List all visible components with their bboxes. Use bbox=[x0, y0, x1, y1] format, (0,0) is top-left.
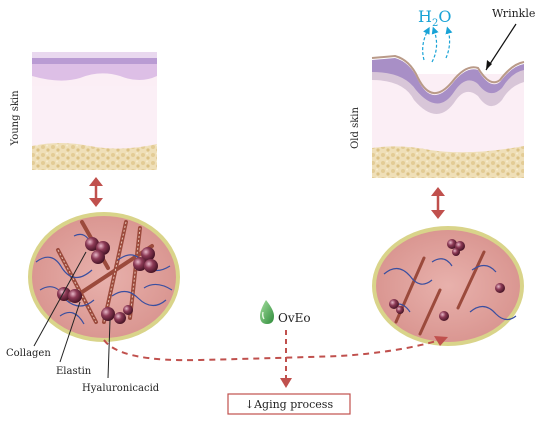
wrinkle-arrowhead bbox=[486, 60, 492, 70]
h2o-label: H2O bbox=[418, 7, 451, 29]
oveo-drop-icon bbox=[260, 300, 274, 324]
old-double-arrow bbox=[431, 187, 445, 219]
wrinkle-label: Wrinkle bbox=[492, 7, 535, 20]
old-elastin-fibers bbox=[383, 258, 517, 321]
old-ecm-circle bbox=[372, 226, 524, 346]
young-skin-panel bbox=[32, 52, 157, 170]
oveo-label: OvEo bbox=[278, 311, 311, 325]
hyaluronic-label: Hyaluronicacid bbox=[82, 383, 160, 394]
old-skin-label: Old skin bbox=[350, 107, 361, 149]
label-pointers bbox=[33, 251, 111, 379]
young-double-arrow bbox=[89, 177, 103, 207]
water-loss-arrows bbox=[422, 26, 453, 63]
aging-process-label: ↓Aging process bbox=[245, 398, 334, 411]
young-ecm-circle bbox=[28, 212, 180, 342]
young-skin-label: Young skin bbox=[10, 90, 21, 147]
elastin-label: Elastin bbox=[56, 366, 92, 377]
oveo-down-arrow bbox=[280, 330, 292, 388]
old-hyaluronic-spheres bbox=[389, 239, 505, 321]
collagen-label: Collagen bbox=[6, 348, 51, 359]
aging-flow-arc bbox=[103, 336, 448, 362]
aging-process-box: ↓Aging process bbox=[227, 393, 351, 415]
wrinkle-pointer bbox=[485, 23, 517, 71]
old-skin-panel bbox=[371, 54, 525, 178]
